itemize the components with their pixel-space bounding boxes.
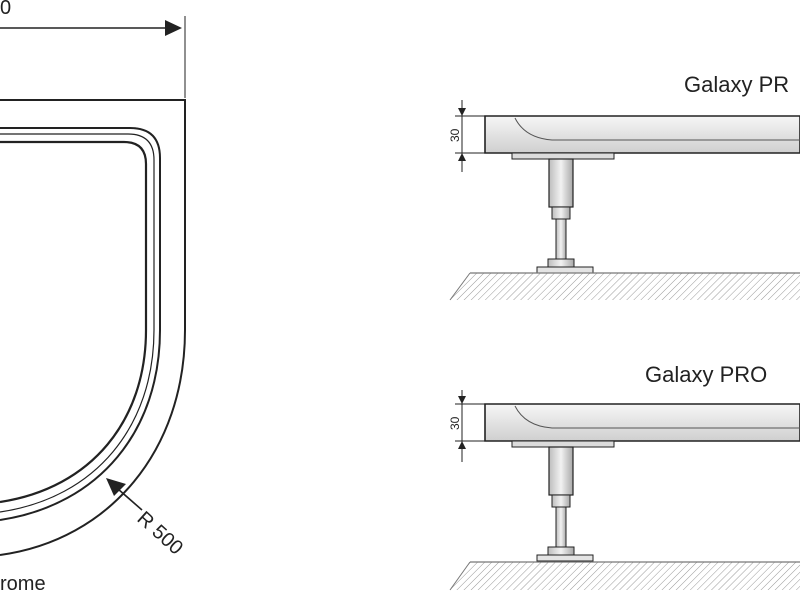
height-label: 30 xyxy=(448,128,462,142)
tray-support-plate xyxy=(511,440,615,448)
tray-slope xyxy=(514,405,800,429)
top-dimension-label: 0 xyxy=(0,0,11,19)
radius-label: R 500 xyxy=(133,507,187,559)
radius-arrow xyxy=(106,478,143,511)
tray-basin xyxy=(0,140,148,504)
height-dimension xyxy=(455,390,485,462)
profile-section-2: Galaxy PRO 30 xyxy=(448,362,800,591)
tray-section xyxy=(484,403,800,442)
tray-rim-outer xyxy=(0,127,161,521)
adjustable-leg xyxy=(536,446,594,562)
tray-support-plate xyxy=(511,152,615,160)
height-label: 30 xyxy=(448,416,462,430)
tray-rim-inner xyxy=(0,133,155,513)
adjustable-leg xyxy=(536,158,594,274)
tray-section xyxy=(484,115,800,154)
floor xyxy=(449,561,800,591)
plan-view: 0 R 500 rome xyxy=(0,0,187,595)
profile-title: Galaxy PR xyxy=(684,72,789,97)
height-dimension xyxy=(455,100,485,172)
profile-title: Galaxy PRO xyxy=(645,362,767,387)
top-dimension-line xyxy=(0,16,186,98)
floor xyxy=(449,272,800,301)
caption-label: rome xyxy=(0,573,46,595)
tray-slope xyxy=(514,117,800,141)
tray-outline xyxy=(0,99,186,556)
profile-section-1: Galaxy PR 30 xyxy=(448,72,800,301)
